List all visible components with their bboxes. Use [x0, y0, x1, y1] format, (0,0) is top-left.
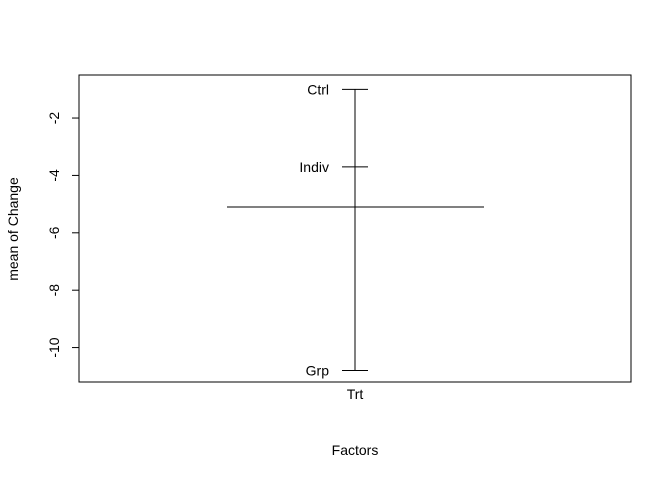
level-label: Grp: [306, 363, 330, 379]
y-axis-title: mean of Change: [5, 177, 21, 281]
y-tick-label: -4: [46, 169, 62, 182]
y-tick-label: -2: [46, 112, 62, 125]
y-tick-label: -10: [46, 337, 62, 357]
level-label: Ctrl: [307, 81, 329, 97]
y-tick-label: -6: [46, 226, 62, 239]
level-label: Indiv: [299, 159, 329, 175]
x-axis-title: Factors: [332, 442, 379, 458]
y-tick-label: -8: [46, 284, 62, 297]
x-tick-label: Trt: [347, 386, 364, 402]
